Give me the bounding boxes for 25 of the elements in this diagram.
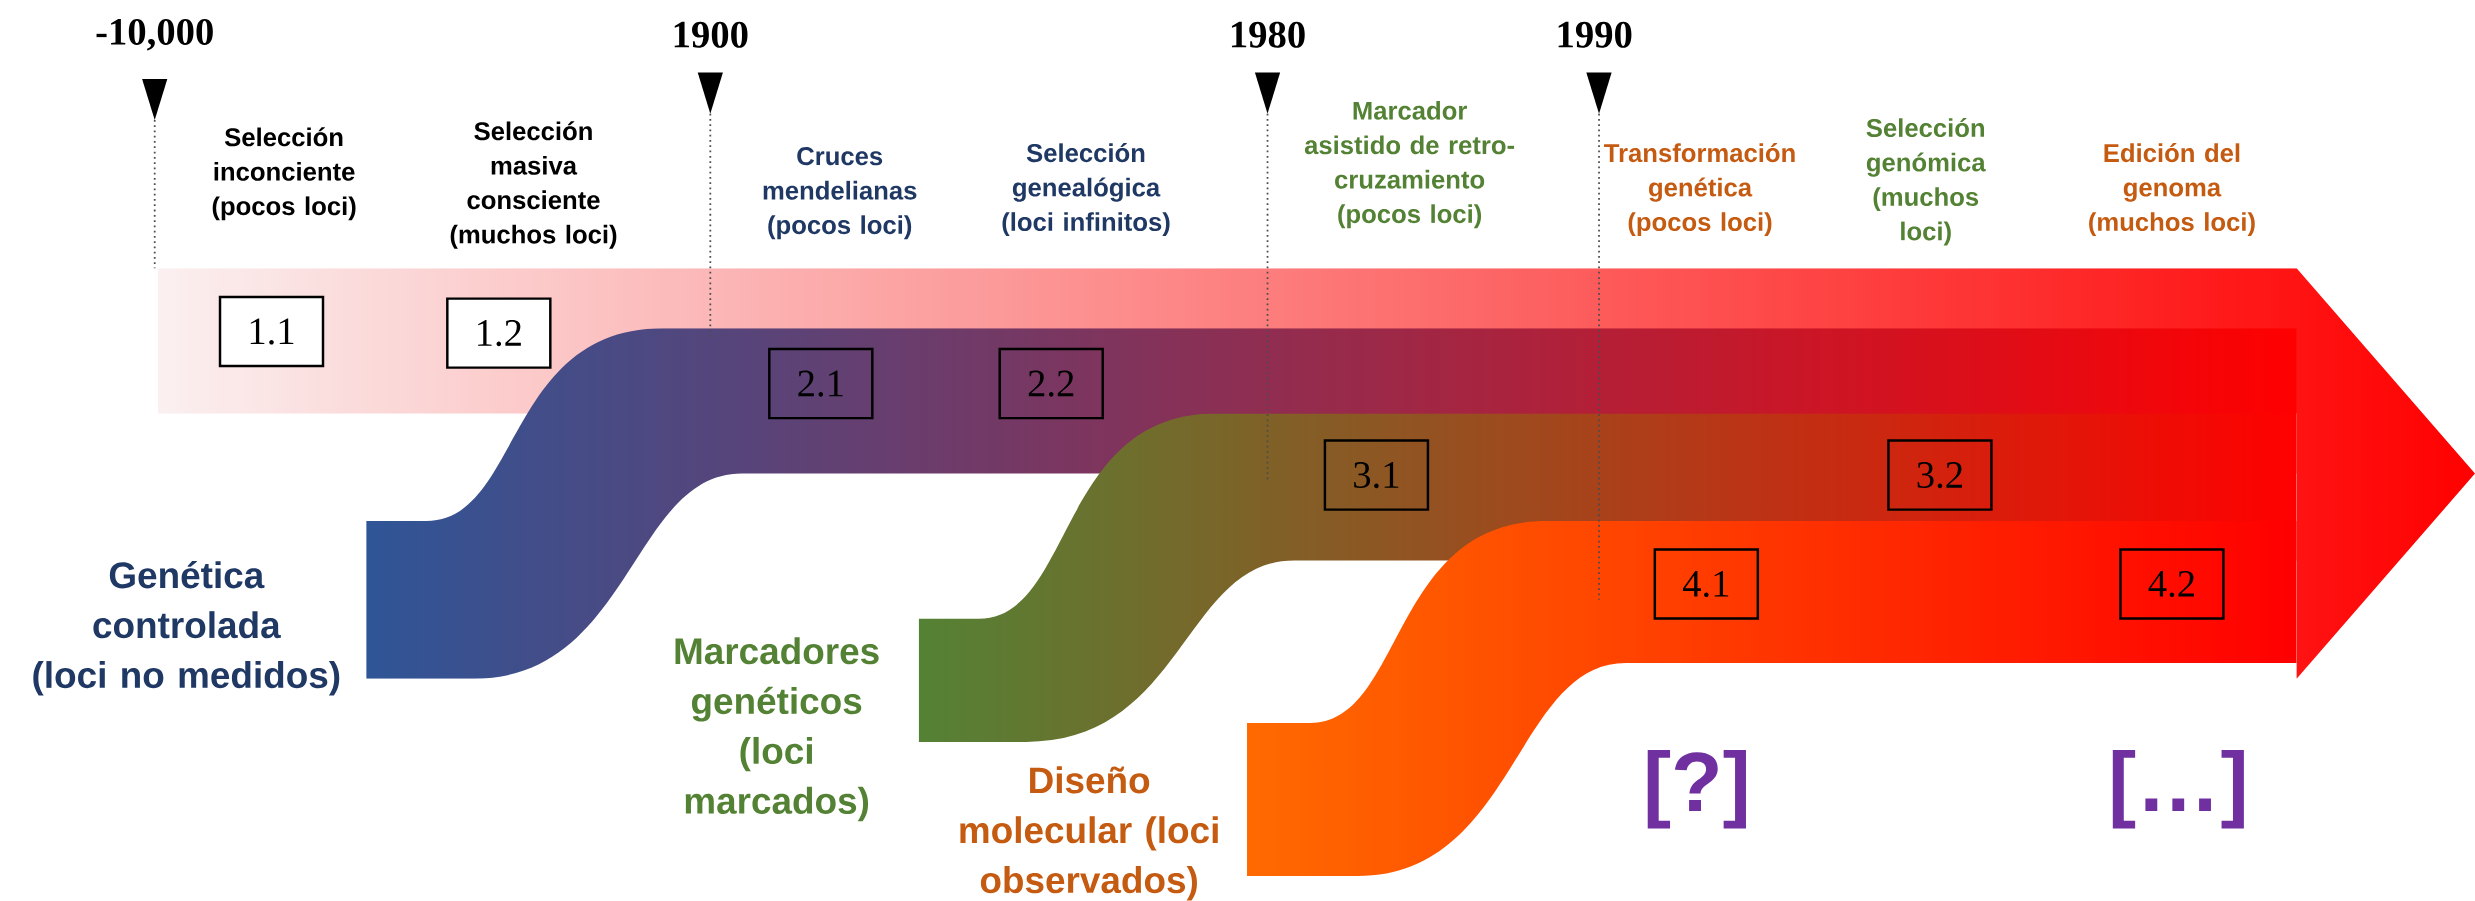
numbered-box: 4.2 (2119, 548, 2225, 620)
stage-heading: Edición del genoma (muchos loci) (2089, 142, 2255, 236)
year-label: -10,000 (96, 18, 213, 51)
numbered-box: 3.1 (1323, 439, 1430, 511)
numbered-box: 3.2 (1887, 439, 1993, 511)
stage-heading: Selección inconciente (pocos loci) (212, 127, 356, 221)
stage-heading: Marcador asistido de retro-cruzamiento (pocos loci) (1304, 100, 1515, 228)
stage-heading: Selección genealógica (loci infinitos) (1002, 142, 1170, 236)
numbered-box: 2.1 (768, 347, 874, 420)
stream-label: Genética controlada (loci no medidos) (33, 560, 340, 696)
numbered-box: 2.2 (998, 347, 1104, 420)
bracket-mark: […] (2112, 749, 2244, 829)
stage-heading: Selección genómica (muchos loci) (1866, 117, 1986, 246)
stage-heading: Selección masiva consciente (muchos loci) (450, 121, 617, 249)
stage-heading: Cruces mendelianas (pocos loci) (763, 146, 917, 239)
stream-label: Diseño molecular (loci observados) (960, 766, 1218, 901)
stream-label: Marcadores genéticos (loci marcados) (675, 637, 879, 822)
stage-heading: Transformación genética (pocos loci) (1604, 142, 1795, 236)
numbered-box: 1.1 (218, 295, 325, 368)
numbered-box: 1.2 (446, 297, 552, 369)
year-label: 1980 (1231, 21, 1305, 48)
numbered-box: 4.1 (1653, 548, 1760, 620)
year-label: 1990 (1558, 21, 1632, 48)
bracket-mark: [?] (1647, 749, 1746, 829)
year-label: 1900 (674, 21, 748, 48)
